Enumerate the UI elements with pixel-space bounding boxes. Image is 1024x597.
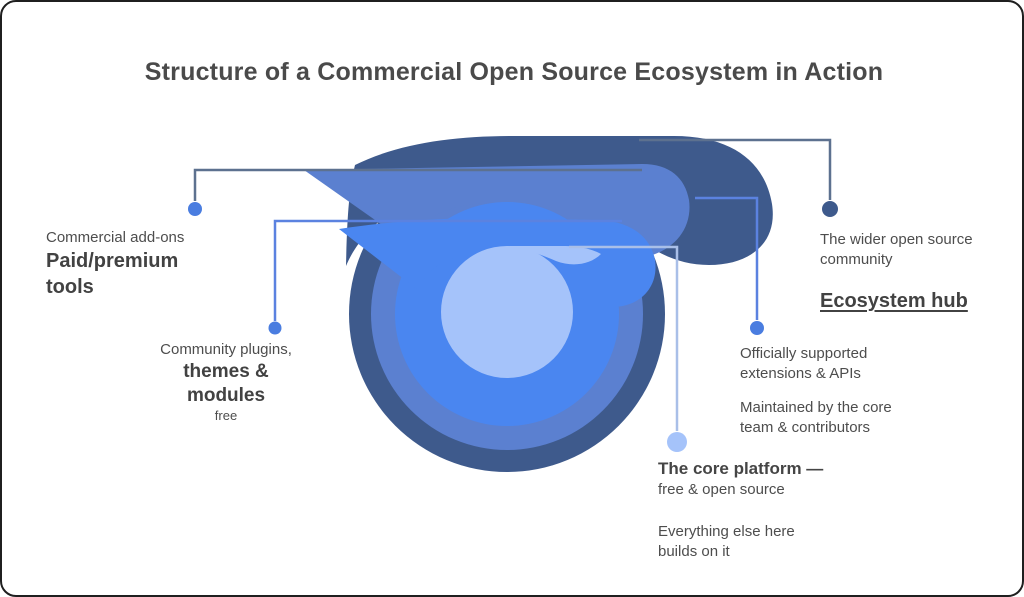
dot-bottom bbox=[667, 432, 687, 452]
callout-right-mid: Officially supported extensions & APIs bbox=[740, 344, 900, 384]
callout-right-mid-line2: extensions & APIs bbox=[740, 365, 861, 382]
callout-left-top-line2: Paid/premium tools bbox=[46, 250, 179, 298]
callout-bottom-line1: The core platform — bbox=[658, 459, 824, 478]
callout-left-mid-line2: themes & modules bbox=[183, 361, 269, 406]
callout-right-top: The wider open source community Ecosyste… bbox=[820, 230, 980, 314]
callout-left-mid: Community plugins, themes & modules free bbox=[147, 340, 305, 424]
layer-core bbox=[441, 246, 601, 378]
callout-right-top-line2: community bbox=[820, 251, 893, 268]
leader-line-right-mid bbox=[695, 196, 759, 320]
callout-right-top-line1: The wider open source bbox=[820, 231, 973, 248]
leader-line-bottom bbox=[569, 245, 679, 431]
callout-bottom: The core platform — free & open source bbox=[658, 458, 843, 500]
callout-left-top-line1: Commercial add-ons bbox=[46, 229, 185, 246]
dot-right-top bbox=[822, 201, 838, 217]
callout-right-top-link: Ecosystem hub bbox=[820, 290, 968, 312]
callout-right-lower-line1: Maintained by the core bbox=[740, 399, 892, 416]
page-title: Structure of a Commercial Open Source Ec… bbox=[144, 58, 884, 86]
callout-bottom-lower: Everything else here builds on it bbox=[658, 522, 818, 562]
dot-right-mid bbox=[750, 321, 764, 335]
leader-line-left-top bbox=[193, 168, 642, 201]
leader-line-right-top bbox=[639, 138, 832, 200]
callout-right-lower-line2: team & contributors bbox=[740, 419, 871, 436]
callout-left-top: Commercial add-ons Paid/premium tools bbox=[46, 228, 226, 300]
callout-left-mid-line1: Community plugins, bbox=[160, 341, 292, 358]
callout-right-mid-line1: Officially supported bbox=[740, 345, 868, 362]
callout-bottom-line2: free & open source bbox=[658, 481, 785, 498]
callout-right-lower: Maintained by the core team & contributo… bbox=[740, 398, 925, 438]
callout-left-mid-line3: free bbox=[214, 408, 238, 423]
dot-left-mid bbox=[268, 321, 282, 335]
dot-left-top bbox=[188, 202, 202, 216]
callout-bottom-lower-line1: Everything else here bbox=[658, 523, 795, 540]
leader-line-left-mid bbox=[273, 219, 622, 321]
callout-bottom-lower-line2: builds on it bbox=[658, 543, 730, 560]
